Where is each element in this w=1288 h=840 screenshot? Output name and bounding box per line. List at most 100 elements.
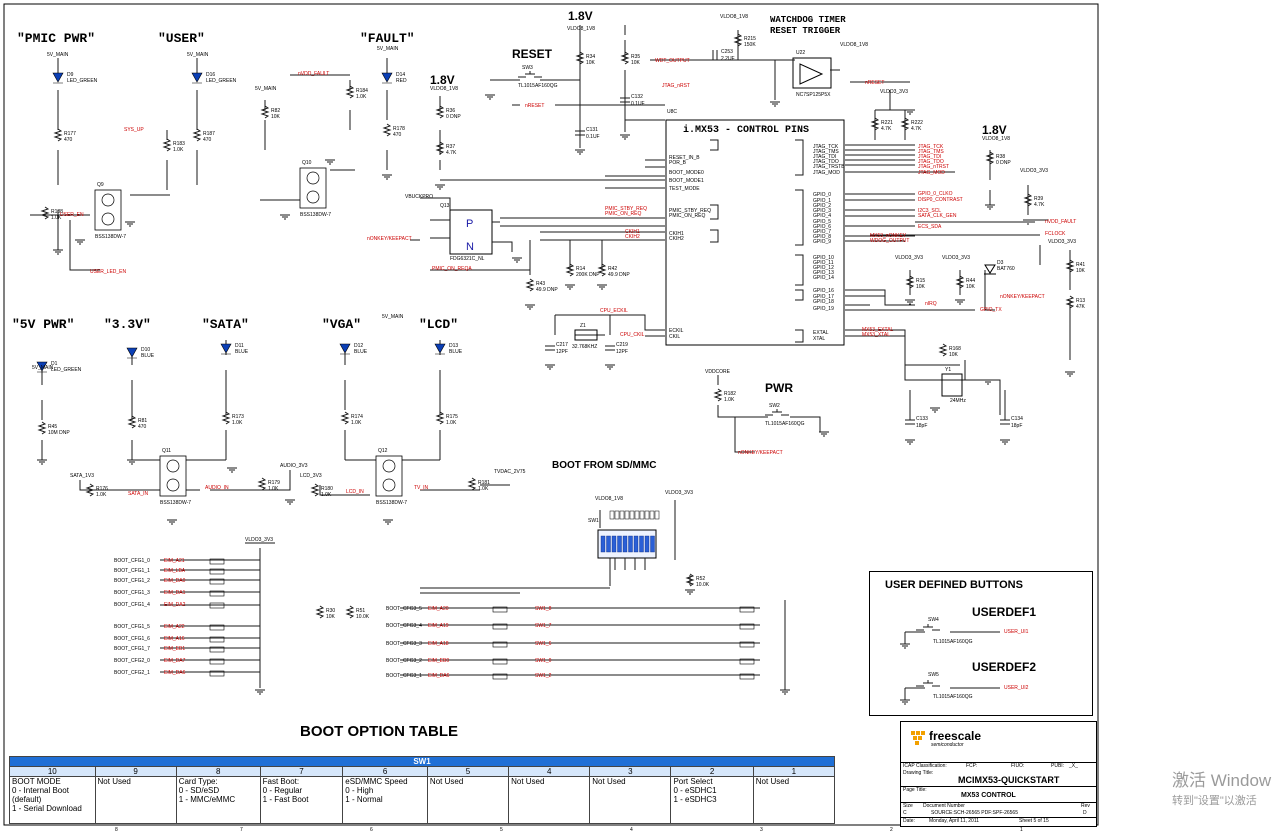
sw4-ref: SW4 [928, 617, 939, 623]
resistor-ref: R181 [478, 480, 490, 486]
boot-table-switch-number: 1 [752, 766, 836, 777]
capacitor-value: 18pF [916, 423, 927, 429]
imx53-right-pin: GPIO_9 [813, 239, 831, 245]
resistor-ref: R41 [1076, 262, 1085, 268]
resistor-symbol [467, 477, 477, 491]
boot-table-switch-number: 9 [94, 766, 177, 777]
ground-symbol [127, 459, 137, 465]
eim-net: EIM_DA6 [164, 670, 186, 676]
boot-pullup-resistor [209, 568, 225, 575]
resistor-symbol [221, 411, 231, 425]
imx53-right-pin: GPIO_17 [813, 294, 834, 300]
capacitor-symbol [575, 130, 585, 136]
pushbutton-switch [518, 71, 542, 78]
led-value: BLUE [354, 349, 368, 355]
resistor-value: 4.7K [1034, 202, 1045, 208]
ground-symbol [780, 689, 790, 695]
boot-series-resistor [492, 641, 508, 648]
capacitor-value: 12PF [556, 349, 568, 355]
resistor-symbol [162, 138, 172, 152]
ground-symbol [905, 439, 915, 445]
boot-pulldown-resistor [739, 673, 755, 680]
gpio-net-label: DISP0_CONTRAST [918, 197, 963, 203]
dip-key [633, 535, 639, 553]
switch-ref: SW3 [522, 65, 533, 71]
boot-table-header: SW1 [9, 756, 835, 767]
resistor-value: 10K [326, 614, 336, 620]
fet-a [166, 459, 180, 473]
imx53-left-pin: PMIC_STBY_REQ [669, 208, 711, 214]
resistor-symbol [620, 51, 630, 65]
net-label: CKIH2 [625, 234, 640, 240]
crystal-z1-val: 32.768KHZ [572, 344, 597, 350]
resistor-value: 1.0K [268, 486, 279, 492]
jtag-net-label: JTAG_TCK [918, 144, 944, 150]
resistor-value: 1.0K [232, 420, 243, 426]
userdef2-label: USERDEF2 [972, 660, 1037, 674]
q13-val: FDG6321C_NL [450, 256, 485, 262]
q13-ref: Q13 [440, 203, 450, 209]
docnum-label: Document Number [923, 803, 965, 809]
rail-vldo8-c: VLDO8_1V8 [840, 42, 868, 48]
resistor-value: 47K [1076, 304, 1086, 310]
resistor-ref: R43 [536, 281, 545, 287]
ground-symbol [1023, 219, 1033, 225]
drawing-title: MCIMX53-QUICKSTART [958, 775, 1060, 785]
imx53-right-pin: XTAL [813, 336, 825, 342]
ground-symbol [905, 299, 915, 305]
boot-cfg-net: BOOT_CFG1_5 [114, 624, 150, 630]
resistor-ref: R183 [173, 141, 185, 147]
resistor-ref: R39 [1034, 196, 1043, 202]
date-value: Monday, April 11, 2011 [929, 818, 980, 824]
imx53-title: i.MX53 - CONTROL PINS [683, 124, 809, 136]
resistor-symbol [1065, 259, 1075, 273]
dip-pullup [634, 510, 640, 520]
rail-vldo8-e: VLDO8_1V8 [982, 136, 1010, 142]
eim-net: EIM_A20 [428, 606, 449, 612]
boot-cfg-net: BOOT_CFG3_2 [386, 658, 422, 664]
net-label: SATA_IN [128, 491, 148, 497]
boot-cfg-net: BOOT_CFG3_5 [386, 606, 422, 612]
rail-vldo8-d: VLDO8_1V8 [430, 86, 458, 92]
led-ref: D10 [141, 347, 150, 353]
boot-cfg-net: BOOT_CFG1_6 [114, 636, 150, 642]
eim-net: EIM_A16 [164, 636, 185, 642]
boot-cfg-net: BOOT_CFG2_0 [114, 658, 150, 664]
resistor-symbol [575, 51, 585, 65]
resistor-symbol [340, 411, 350, 425]
imx53-left-pin: CKIL [669, 334, 680, 340]
eim-net: EIM_A18 [428, 641, 449, 647]
rail-5v-main-d: 5V_MAIN [255, 86, 277, 92]
fet-value: BSS138DW-7 [376, 500, 407, 506]
led-ref: D14 [396, 72, 405, 78]
eim-net: EIM_DA6 [428, 673, 450, 679]
capacitor-symbol [712, 50, 718, 60]
resistor-symbol [345, 605, 355, 619]
imx53-right-pin: JTAG_MOD [813, 170, 840, 176]
resistor-value: 4.7K [881, 126, 892, 132]
rail-vldo3-e: VLDO3_3V3 [942, 255, 970, 261]
boot-table-switch-number: 10 [9, 766, 96, 777]
title-fault: "FAULT" [360, 31, 415, 46]
icap-label: ICAP Classification: [903, 763, 947, 769]
boot-cfg-net: BOOT_CFG1_7 [114, 646, 150, 652]
fet-group: Q9BSS138DW-7Q10BSS138DW-7Q11BSS138DW-7Q1… [94, 160, 407, 506]
gpio-net-label: SATA_CLK_GEN [918, 213, 957, 219]
gpio-net-label: ECS_SDA [918, 224, 942, 230]
fet-a [382, 459, 396, 473]
imx53-left-pin: RESET_IN_B [669, 155, 700, 161]
dip-key [644, 535, 650, 553]
dip-pullup [644, 510, 650, 520]
led-group: D9LED_GREEND16LED_GREEND14REDD1LED_GREEN… [36, 72, 463, 373]
boot-table-cell-line: Not Used [592, 777, 626, 786]
led-value: BLUE [449, 349, 463, 355]
resistor-value: 470 [203, 137, 212, 143]
resistor-ref: R14 [576, 266, 585, 272]
freescale-logo-mark [911, 731, 925, 745]
imx53-right-pin: JTAG_TDI [813, 154, 836, 160]
boot-table-cell: Not Used [94, 776, 177, 824]
led-diode [52, 72, 64, 84]
resistor-ref: R34 [586, 54, 595, 60]
resistor-value: 10K [916, 284, 926, 290]
